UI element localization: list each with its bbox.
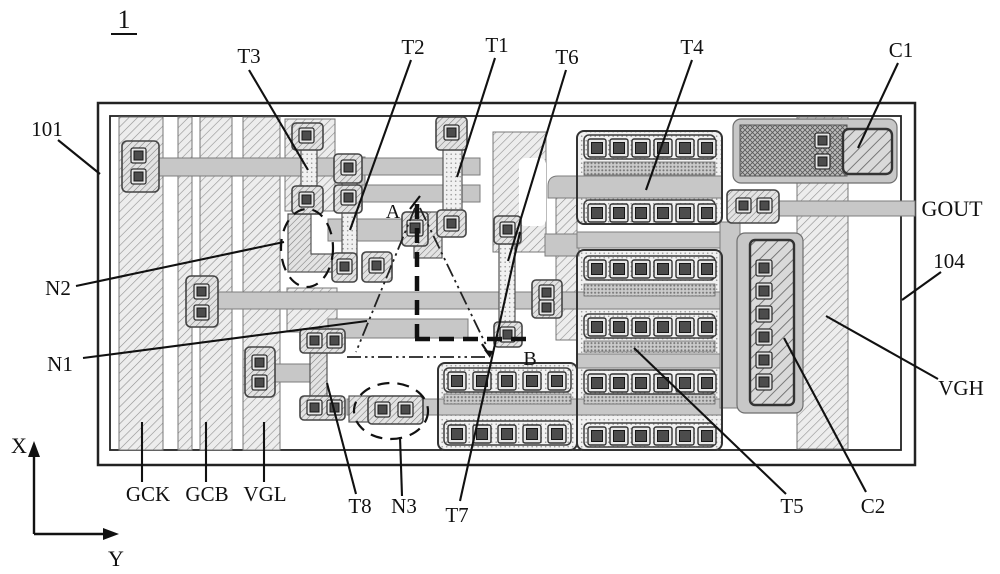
label-t6: T6 <box>555 45 578 69</box>
capacitor-c2 <box>736 232 804 414</box>
leader-t5 <box>633 347 787 495</box>
leader-c1 <box>857 62 899 149</box>
label-gout: GOUT <box>921 196 983 221</box>
label-101: 101 <box>31 117 63 141</box>
label-axis-y: Y <box>108 546 124 571</box>
leader-t7 <box>458 231 522 502</box>
label-c1: C1 <box>889 38 914 62</box>
label-vgh: VGH <box>938 376 984 400</box>
leader-t1 <box>455 57 497 178</box>
section-tick-a <box>409 195 421 210</box>
phantom-line-right <box>419 207 488 348</box>
leader-n2 <box>75 240 285 288</box>
axis-y-arrowhead <box>103 528 119 540</box>
leader-n1 <box>82 319 368 360</box>
contact-pads <box>121 116 780 425</box>
block-internals <box>437 130 723 451</box>
leader-104 <box>901 271 942 301</box>
label-gcb: GCB <box>185 482 228 506</box>
label-t7: T7 <box>445 503 468 527</box>
label-c2: C2 <box>861 494 886 518</box>
leader-t4 <box>645 59 693 191</box>
label-section-b: B <box>523 348 536 370</box>
section-lines <box>347 195 531 358</box>
t5-stripe <box>576 353 723 369</box>
label-gck: GCK <box>126 482 170 506</box>
t8-channel <box>309 350 328 398</box>
label-n2: N2 <box>45 276 71 300</box>
figure-number: 1 <box>118 5 131 34</box>
label-axis-x: X <box>11 433 27 458</box>
label-104: 104 <box>933 249 965 273</box>
label-t8: T8 <box>348 494 371 518</box>
coordinate-axes <box>28 441 119 540</box>
label-t3: T3 <box>237 44 260 68</box>
label-section-a: A <box>386 201 401 223</box>
leader-t2 <box>349 59 412 231</box>
t4-t5-stripe <box>576 231 723 249</box>
leader-101 <box>57 139 101 175</box>
leader-t8 <box>325 382 358 495</box>
leader-vgh <box>825 315 939 380</box>
label-t4: T4 <box>680 35 704 59</box>
leader-t3 <box>248 69 309 171</box>
leader-lines <box>57 57 942 502</box>
label-t2: T2 <box>401 35 424 59</box>
t4-gate-trace <box>547 175 723 199</box>
label-vgl: VGL <box>243 482 286 506</box>
gout-trace <box>776 200 916 217</box>
node-n2-ellipse <box>279 207 335 289</box>
n1-trace <box>327 318 469 339</box>
label-t1: T1 <box>485 33 508 57</box>
labels: 1 101 T3 T2 T1 T6 T4 C1 GOUT 104 VGH N2 … <box>11 5 984 571</box>
t8-trace <box>271 363 315 383</box>
leader-n3 <box>398 436 404 497</box>
t6-gate-notch <box>519 158 546 226</box>
t1-channel <box>442 145 463 217</box>
label-n1: N1 <box>47 352 73 376</box>
label-t5: T5 <box>780 494 803 518</box>
leader-c2 <box>783 337 867 493</box>
gck-trace <box>149 157 353 177</box>
node-n3-ellipse <box>352 381 430 441</box>
t5-stub <box>544 233 580 257</box>
capacitor-c1 <box>732 118 898 184</box>
label-n3: N3 <box>391 494 417 518</box>
phantom-line-left <box>355 207 416 353</box>
section-arrow-b <box>484 350 493 358</box>
leader-t6 <box>506 69 568 262</box>
axis-x-arrowhead <box>28 441 40 457</box>
